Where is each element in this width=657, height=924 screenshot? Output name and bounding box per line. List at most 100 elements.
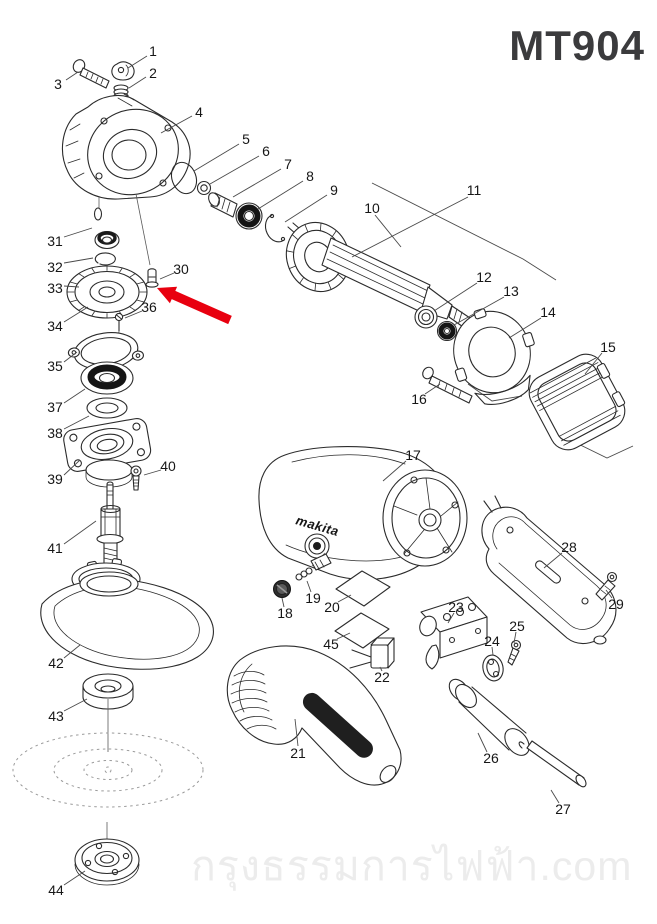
assembly-bracket-11 bbox=[371, 182, 557, 281]
screw-drawing-3 bbox=[72, 59, 110, 89]
carbon-brush-drawing-19 bbox=[295, 553, 332, 581]
ball-bearing-drawing-8 bbox=[235, 202, 263, 230]
leader-line-15 bbox=[584, 352, 603, 375]
part-label-41: 41 bbox=[47, 540, 63, 556]
pin-drawing-30 bbox=[145, 268, 159, 288]
part-label-10: 10 bbox=[364, 200, 380, 216]
part-label-2: 2 bbox=[149, 65, 157, 81]
part-label-43: 43 bbox=[48, 708, 64, 724]
leader-line-38 bbox=[63, 415, 90, 430]
watermark: กรุงธรรมการไฟฟ้า.com bbox=[191, 843, 633, 889]
part-label-24: 24 bbox=[484, 633, 500, 649]
leader-line-40 bbox=[143, 469, 162, 476]
bearing-drawing-12 bbox=[414, 305, 438, 329]
spindle-drawing-41 bbox=[96, 481, 124, 570]
part-label-5: 5 bbox=[242, 131, 250, 147]
leader-line-20 bbox=[337, 594, 352, 603]
rear-cover-drawing-28 bbox=[481, 495, 617, 645]
baffle-plate-drawing-14 bbox=[453, 308, 535, 405]
leader-line-9 bbox=[284, 194, 328, 223]
handle-housing-drawing-21 bbox=[226, 645, 402, 786]
o-ring-drawing-5 bbox=[170, 161, 198, 195]
motor-housing-drawing-17: makita bbox=[258, 446, 468, 581]
part-label-38: 38 bbox=[47, 425, 63, 441]
leader-line-1 bbox=[127, 55, 148, 69]
part-label-27: 27 bbox=[555, 801, 571, 817]
leader-line-23 bbox=[447, 612, 455, 624]
part-label-20: 20 bbox=[324, 599, 340, 615]
part-label-18: 18 bbox=[277, 605, 293, 621]
field-stator-drawing-15 bbox=[528, 353, 626, 451]
leader-line-10 bbox=[374, 214, 402, 248]
part-label-35: 35 bbox=[47, 358, 63, 374]
leader-line-43 bbox=[63, 698, 88, 712]
leader-line-28 bbox=[543, 552, 563, 569]
leader-line-37 bbox=[63, 388, 86, 404]
part-label-16: 16 bbox=[411, 391, 427, 407]
leader-line-26 bbox=[477, 732, 488, 753]
leader-line-41 bbox=[63, 520, 97, 545]
cord-guard-drawing-26 bbox=[448, 678, 530, 756]
leader-line-45 bbox=[336, 632, 351, 640]
part-label-33: 33 bbox=[47, 280, 63, 296]
part-label-28: 28 bbox=[561, 539, 577, 555]
part-label-19: 19 bbox=[305, 590, 321, 606]
pin-drawing bbox=[93, 207, 103, 221]
leader-line-7 bbox=[232, 168, 282, 198]
leader-line-31 bbox=[63, 227, 93, 238]
part-label-3: 3 bbox=[54, 76, 62, 92]
leader-line-13 bbox=[453, 296, 505, 326]
leader-line-14 bbox=[508, 317, 542, 339]
leader-line-6 bbox=[209, 155, 260, 185]
bearing-box-drawing-39 bbox=[63, 418, 152, 488]
part-label-31: 31 bbox=[47, 233, 63, 249]
leader-line-19 bbox=[306, 580, 312, 593]
washer-drawing-38 bbox=[86, 397, 128, 419]
leader-line-44 bbox=[63, 870, 86, 886]
bevel-gear-drawing-33-34 bbox=[66, 265, 148, 319]
red-arrow-pointer bbox=[157, 286, 232, 325]
leader-line-5 bbox=[193, 143, 240, 172]
part-label-22: 22 bbox=[374, 669, 390, 685]
insulation-sheet-drawing-20 bbox=[335, 570, 391, 607]
part-label-8: 8 bbox=[306, 168, 314, 184]
leader-line-21 bbox=[294, 718, 299, 747]
part-label-21: 21 bbox=[290, 745, 306, 761]
rubber-ring-drawing-13 bbox=[436, 320, 458, 342]
lever-button-drawing-24 bbox=[482, 654, 504, 682]
power-cord-drawing-27 bbox=[518, 740, 587, 788]
screw-drawing-40 bbox=[130, 465, 142, 491]
pinion-gear-drawing-7 bbox=[208, 192, 238, 218]
leader-line-16 bbox=[424, 383, 441, 395]
part-label-11: 11 bbox=[467, 182, 482, 198]
leader-line-18 bbox=[281, 597, 285, 608]
snap-ring-drawing-9 bbox=[264, 213, 286, 243]
leader-line-36 bbox=[124, 310, 143, 319]
armature-drawing-10 bbox=[285, 221, 488, 338]
leader-line-3 bbox=[65, 71, 79, 81]
part-label-34: 34 bbox=[47, 318, 63, 334]
leader-line-12 bbox=[433, 282, 478, 312]
page-title: MT904 bbox=[509, 22, 645, 69]
insulation-sheet-drawing-45 bbox=[334, 612, 390, 649]
labels-layer: 1234567891011121314151617181920212223242… bbox=[47, 43, 624, 898]
leader-line-22 bbox=[379, 666, 383, 672]
leader-line-34 bbox=[63, 306, 89, 323]
brush-cap-drawing-18 bbox=[273, 580, 291, 598]
part-label-37: 37 bbox=[47, 399, 63, 415]
switch-drawing-23 bbox=[419, 596, 488, 670]
part-label-4: 4 bbox=[195, 104, 203, 120]
part-label-42: 42 bbox=[48, 655, 64, 671]
part-label-25: 25 bbox=[509, 618, 525, 634]
leader-line-24 bbox=[491, 646, 494, 656]
part-label-13: 13 bbox=[503, 283, 519, 299]
part-label-12: 12 bbox=[476, 269, 492, 285]
part-label-36: 36 bbox=[141, 299, 157, 315]
gear-housing-drawing-4 bbox=[61, 93, 191, 200]
leader-line-4 bbox=[160, 115, 193, 134]
snap-ring-drawing-32 bbox=[94, 252, 116, 266]
screw-drawing-16 bbox=[422, 366, 473, 404]
part-label-15: 15 bbox=[600, 339, 616, 355]
screw-drawing-36 bbox=[114, 312, 124, 332]
